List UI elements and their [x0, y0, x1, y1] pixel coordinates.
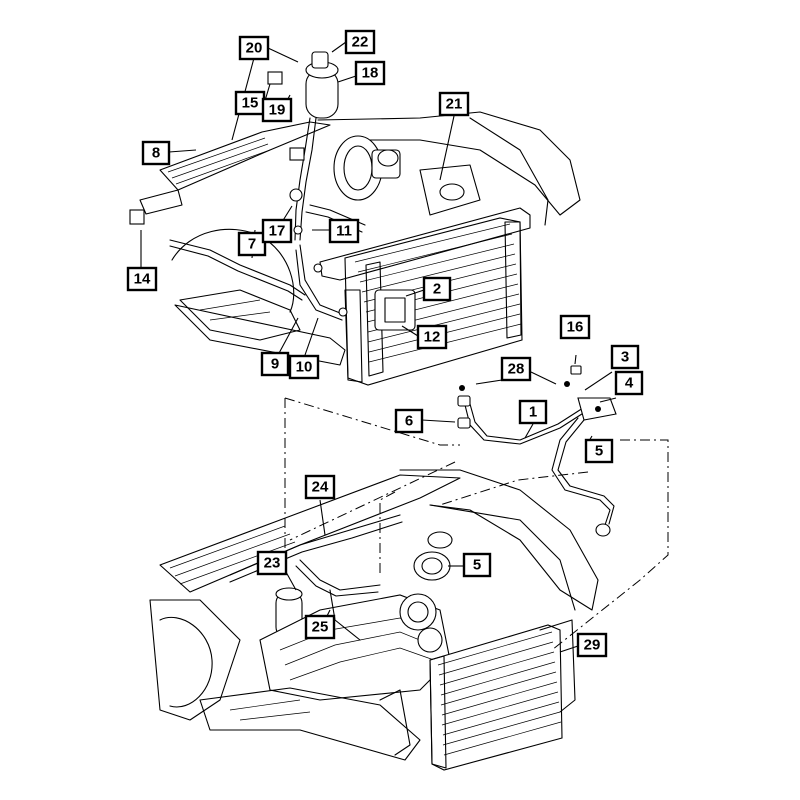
- callout-29[interactable]: 29: [576, 632, 608, 658]
- callout-24[interactable]: 24: [304, 474, 336, 500]
- svg-text:11: 11: [336, 223, 352, 240]
- svg-text:6: 6: [405, 413, 413, 430]
- callout-5-lower[interactable]: 5: [462, 552, 492, 578]
- callout-5-upper[interactable]: 5: [584, 438, 614, 464]
- svg-text:5: 5: [473, 557, 481, 574]
- callout-2[interactable]: 2: [422, 276, 452, 302]
- svg-text:14: 14: [134, 271, 151, 288]
- svg-text:18: 18: [362, 65, 379, 82]
- callout-14[interactable]: 14: [126, 266, 158, 292]
- callout-8[interactable]: 8: [141, 140, 171, 166]
- assembly-boundary-lines: [284, 397, 669, 651]
- callout-7[interactable]: 7: [237, 231, 267, 257]
- svg-text:3: 3: [621, 349, 629, 366]
- svg-text:19: 19: [269, 102, 286, 119]
- lower-engine-bay-illustration: [149, 469, 599, 771]
- svg-text:15: 15: [242, 95, 259, 112]
- callouts: 20 22 18 15 19 8 21 7 17 11 14 2 12 9 10…: [126, 29, 644, 658]
- callout-19[interactable]: 19: [261, 97, 293, 123]
- svg-text:23: 23: [264, 555, 281, 572]
- callout-25[interactable]: 25: [304, 614, 336, 640]
- svg-text:28: 28: [508, 361, 525, 378]
- svg-text:25: 25: [312, 619, 329, 636]
- callout-21[interactable]: 21: [438, 91, 470, 117]
- svg-text:5: 5: [595, 443, 603, 460]
- svg-text:17: 17: [269, 223, 286, 240]
- callout-12[interactable]: 12: [416, 324, 448, 350]
- callout-11[interactable]: 11: [328, 218, 360, 244]
- callout-3[interactable]: 3: [610, 344, 640, 370]
- callout-1[interactable]: 1: [518, 399, 548, 425]
- svg-text:7: 7: [248, 236, 256, 253]
- callout-20[interactable]: 20: [238, 35, 270, 61]
- svg-text:4: 4: [625, 375, 634, 392]
- callout-28[interactable]: 28: [500, 356, 532, 382]
- svg-text:24: 24: [312, 479, 329, 496]
- callout-18[interactable]: 18: [354, 60, 386, 86]
- callout-16[interactable]: 16: [559, 314, 591, 340]
- callout-23[interactable]: 23: [256, 550, 288, 576]
- svg-text:16: 16: [567, 319, 584, 336]
- ac-line-assembly-illustration: [457, 365, 617, 537]
- callout-17[interactable]: 17: [261, 218, 293, 244]
- svg-text:22: 22: [352, 34, 369, 51]
- svg-text:10: 10: [296, 359, 313, 376]
- svg-text:9: 9: [271, 356, 279, 373]
- upper-engine-bay-illustration: [129, 51, 581, 386]
- callout-9[interactable]: 9: [260, 351, 290, 377]
- svg-text:20: 20: [246, 40, 263, 57]
- svg-text:29: 29: [584, 637, 601, 654]
- svg-text:21: 21: [446, 96, 463, 113]
- svg-text:2: 2: [433, 281, 441, 298]
- svg-text:1: 1: [529, 404, 537, 421]
- callout-22[interactable]: 22: [344, 29, 376, 55]
- svg-text:8: 8: [152, 145, 160, 162]
- callout-10[interactable]: 10: [288, 354, 320, 380]
- callout-15[interactable]: 15: [234, 90, 266, 116]
- callout-4[interactable]: 4: [614, 370, 644, 396]
- svg-text:12: 12: [424, 329, 441, 346]
- callout-6[interactable]: 6: [394, 408, 424, 434]
